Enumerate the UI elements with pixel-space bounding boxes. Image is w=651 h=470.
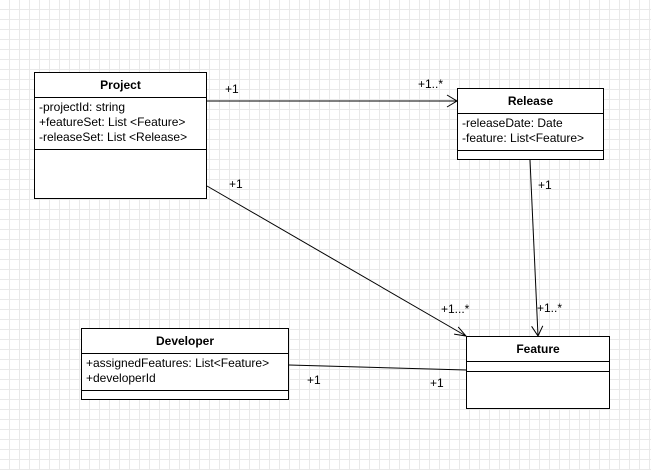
attribute: -releaseDate: Date bbox=[462, 116, 563, 130]
class-project[interactable]: Project -projectId: string +featureSet: … bbox=[34, 72, 207, 199]
attribute: -releaseSet: List <Release> bbox=[39, 130, 188, 144]
multiplicity-label: +1..* bbox=[418, 77, 444, 91]
attribute: -feature: List<Feature> bbox=[462, 131, 585, 145]
multiplicity-label: +1..* bbox=[537, 301, 563, 315]
class-release[interactable]: Release -releaseDate: Date -feature: Lis… bbox=[457, 88, 604, 160]
multiplicity-label: +1 bbox=[225, 82, 239, 96]
association-developer-feature[interactable] bbox=[288, 364, 467, 371]
association-release-feature[interactable] bbox=[529, 159, 539, 337]
multiplicity-label: +1 bbox=[538, 178, 552, 192]
attribute-list: -releaseDate: Date -feature: List<Featur… bbox=[458, 114, 603, 151]
class-name: Project bbox=[35, 73, 206, 98]
class-name: Release bbox=[458, 89, 603, 114]
attribute: -projectId: string bbox=[39, 100, 126, 114]
multiplicity-label: +1...* bbox=[441, 302, 470, 316]
attribute-list bbox=[467, 362, 609, 372]
class-name: Developer bbox=[82, 329, 288, 354]
association-project-feature[interactable] bbox=[206, 185, 467, 337]
class-name: Feature bbox=[467, 337, 609, 362]
multiplicity-label: +1 bbox=[229, 177, 243, 191]
arrowhead-feature-from-project bbox=[454, 326, 468, 337]
multiplicity-label: +1 bbox=[307, 373, 321, 387]
attribute-list: +assignedFeatures: List<Feature> +develo… bbox=[82, 354, 288, 391]
attribute-list: -projectId: string +featureSet: List <Fe… bbox=[35, 98, 206, 150]
attribute: +developerId bbox=[86, 371, 156, 385]
class-developer[interactable]: Developer +assignedFeatures: List<Featur… bbox=[81, 328, 289, 400]
attribute: +assignedFeatures: List<Feature> bbox=[86, 356, 270, 370]
multiplicity-label: +1 bbox=[430, 376, 444, 390]
class-feature[interactable]: Feature bbox=[466, 336, 610, 409]
attribute: +featureSet: List <Feature> bbox=[39, 115, 186, 129]
